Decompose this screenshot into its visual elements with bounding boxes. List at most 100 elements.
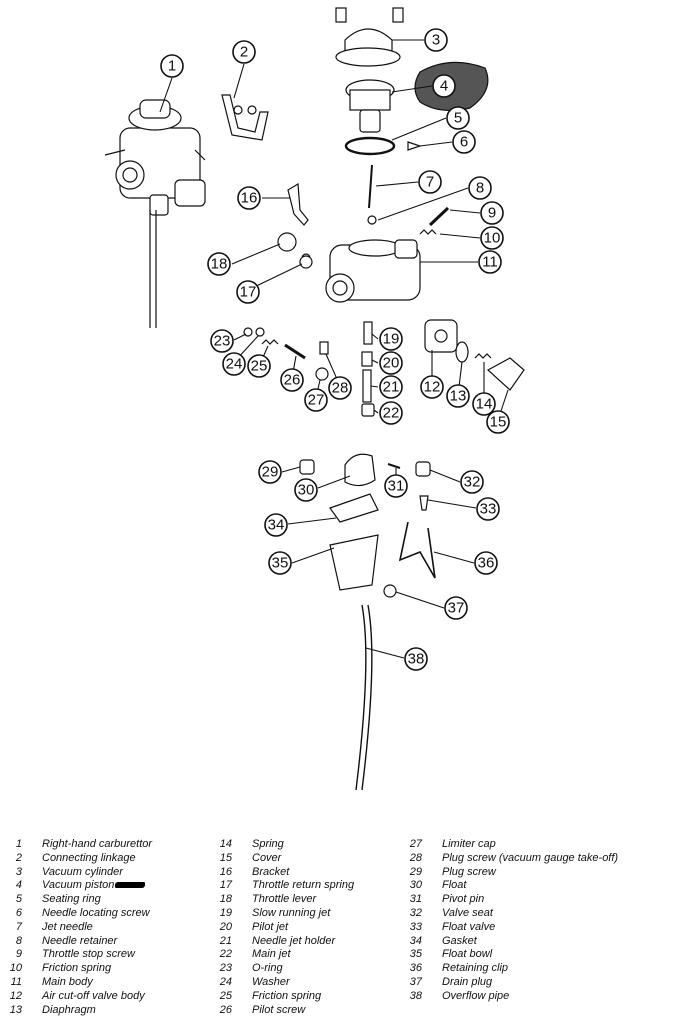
callout-34: 34	[264, 513, 288, 537]
svg-text:11: 11	[482, 254, 498, 271]
part-washer	[255, 327, 265, 337]
svg-text:34: 34	[268, 517, 285, 534]
svg-text:20: 20	[383, 355, 400, 372]
part-spring-14	[474, 353, 492, 359]
svg-text:13: 13	[450, 388, 467, 405]
svg-text:22: 22	[383, 405, 400, 422]
part-diaphragm	[455, 341, 469, 363]
callout-29: 29	[258, 460, 282, 484]
callout-10: 10	[480, 226, 504, 250]
callout-26: 26	[280, 368, 304, 392]
part-throttle-stop-screw	[428, 206, 450, 227]
svg-text:3: 3	[432, 32, 440, 49]
callout-24: 24	[222, 352, 246, 376]
part-bracket	[287, 182, 309, 226]
part-slow-running-jet	[363, 321, 373, 345]
svg-text:21: 21	[383, 379, 400, 396]
callout-18: 18	[207, 252, 231, 276]
part-main-jet	[361, 403, 375, 417]
svg-text:24: 24	[226, 356, 243, 373]
svg-text:36: 36	[478, 555, 495, 572]
svg-text:28: 28	[332, 380, 349, 397]
callout-1: 1	[160, 54, 184, 78]
part-jet-needle	[368, 164, 373, 209]
part-friction-spring-25	[261, 339, 279, 345]
svg-text:17: 17	[240, 284, 257, 301]
callout-15: 15	[486, 410, 510, 434]
svg-text:14: 14	[476, 396, 493, 413]
svg-text:2: 2	[240, 44, 248, 61]
part-plug-screw-29	[299, 459, 315, 475]
exploded-view-diagram: 1 2 3 4 5 6 7 8 9 10 11 12 13 14 15 16 1…	[104, 7, 525, 791]
svg-text:9: 9	[488, 205, 496, 222]
part-float	[344, 453, 376, 487]
callout-23: 23	[210, 329, 234, 353]
callout-12: 12	[420, 375, 444, 399]
callout-2: 2	[232, 40, 256, 64]
svg-text:38: 38	[408, 651, 425, 668]
callout-31: 31	[384, 474, 408, 498]
part-throttle-return-spring	[299, 253, 313, 269]
svg-text:30: 30	[298, 482, 315, 499]
callout-16: 16	[237, 186, 261, 210]
callout-7: 7	[418, 170, 442, 194]
callout-4: 4	[432, 74, 456, 98]
callout-28: 28	[328, 376, 352, 400]
part-valve-seat	[415, 461, 431, 477]
svg-text:33: 33	[480, 501, 497, 518]
callout-9: 9	[480, 201, 504, 225]
callout-30: 30	[294, 478, 318, 502]
callout-36: 36	[474, 551, 498, 575]
callout-11: 11	[478, 250, 502, 274]
part-seating-ring	[344, 136, 396, 156]
svg-text:35: 35	[272, 555, 289, 572]
part-pivot-pin	[387, 463, 401, 469]
ink-scribble	[115, 882, 146, 889]
callout-5: 5	[446, 106, 470, 130]
part-drain-plug	[383, 584, 397, 598]
callout-33: 33	[476, 497, 500, 521]
callout-38: 38	[404, 647, 428, 671]
callout-37: 37	[444, 596, 468, 620]
part-needle-retainer	[367, 215, 377, 225]
part-right-hand-carburettor	[104, 99, 206, 328]
svg-text:25: 25	[251, 358, 268, 375]
part-overflow-pipe	[355, 604, 373, 791]
part-pilot-jet	[361, 351, 373, 367]
svg-text:15: 15	[490, 414, 507, 431]
part-connecting-linkage	[221, 94, 269, 141]
callout-27: 27	[304, 388, 328, 412]
callout-14: 14	[472, 392, 496, 416]
svg-text:29: 29	[262, 464, 279, 481]
part-vacuum-cylinder	[335, 7, 404, 67]
svg-text:6: 6	[460, 134, 468, 151]
part-float-bowl	[329, 534, 379, 591]
svg-text:19: 19	[383, 331, 400, 348]
callout-35: 35	[268, 551, 292, 575]
